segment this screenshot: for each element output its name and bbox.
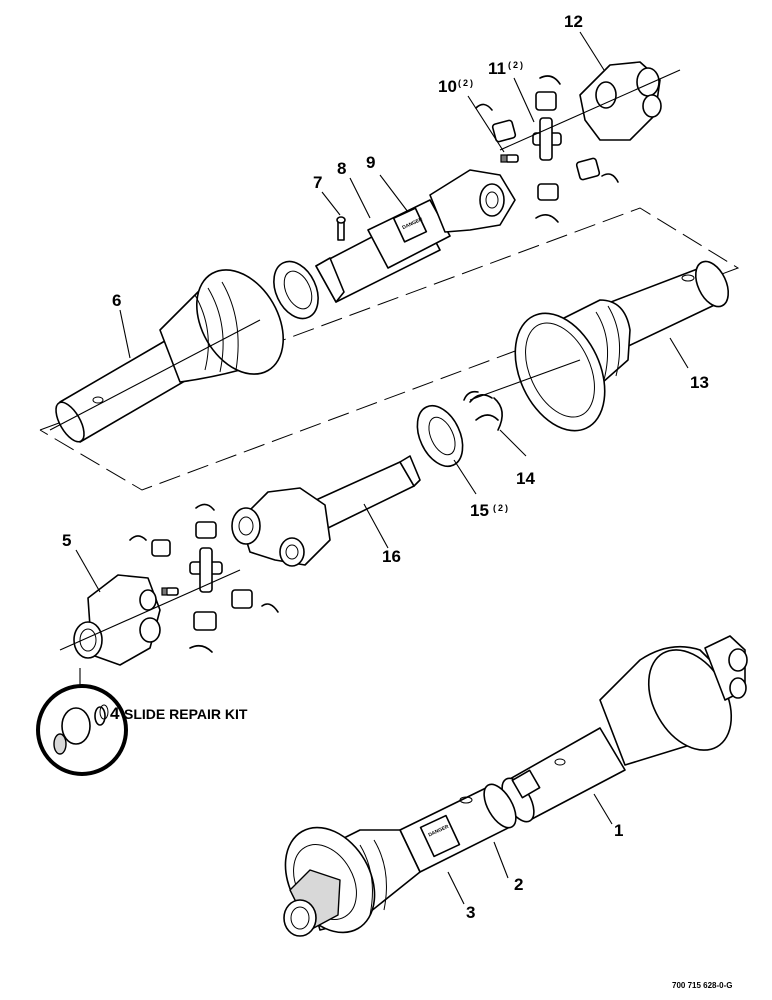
inner-yoke-upper (429, 169, 516, 233)
leader-lines (75, 31, 689, 905)
centerlines (49, 69, 681, 651)
part-11-cross-and-bearing-upper (475, 75, 619, 223)
drawing-code: 700 715 628-0-G (672, 981, 733, 990)
callout-16: 16 (382, 547, 401, 566)
bearing-ring-upper (273, 260, 319, 320)
callout-9: 9 (366, 153, 375, 172)
callout-7: 7 (313, 173, 322, 192)
callout-14: 14 (516, 469, 535, 488)
part-9-inner-tube-with-decal: DANGER (367, 199, 451, 269)
part-2-outer-shield-tube: DANGER (399, 783, 517, 873)
callout-15-qty: (2) (493, 503, 510, 513)
part-4-slide-repair-kit-detail (36, 668, 128, 776)
callout-13: 13 (690, 373, 709, 392)
callout-4: 4 (110, 704, 120, 723)
callout-12: 12 (564, 12, 583, 31)
callout-5: 5 (62, 531, 71, 550)
cross-and-bearing-lower (129, 503, 279, 653)
callout-2: 2 (514, 875, 523, 894)
callout-labels: 1 2 3 4 SLIDE REPAIR KIT 5 6 7 8 9 10 (2… (62, 12, 709, 922)
part-1-inner-half-assembly (501, 635, 748, 823)
callout-8: 8 (337, 159, 346, 178)
callout-1: 1 (614, 821, 623, 840)
callout-6: 6 (112, 291, 121, 310)
part-7-grease-fitting (336, 216, 346, 241)
part-5-outer-yoke (73, 574, 161, 666)
callout-11-qty: (2) (508, 60, 525, 70)
part-10-grease-fitting-upper (500, 154, 519, 163)
inner-assembly-outline (39, 207, 740, 491)
callout-10: 10 (438, 77, 457, 96)
part-3-outer-half-shield-and-yoke (283, 826, 421, 937)
callout-15: 15 (470, 501, 489, 520)
part-14-retaining-ring (463, 390, 503, 431)
part-15-bearing-ring (416, 404, 464, 468)
inner-yoke-lower (231, 487, 331, 567)
callout-3: 3 (466, 903, 475, 922)
callout-4-label: SLIDE REPAIR KIT (124, 706, 248, 722)
part-16-outer-profile-tube (315, 455, 421, 529)
part-6-inner-shield-tube (55, 269, 285, 443)
callout-11: 11 (488, 59, 506, 78)
callout-10-qty: (2) (458, 78, 475, 88)
part-12-outer-yoke-upper (579, 61, 662, 141)
part-13-outer-shield-tube (514, 260, 730, 432)
